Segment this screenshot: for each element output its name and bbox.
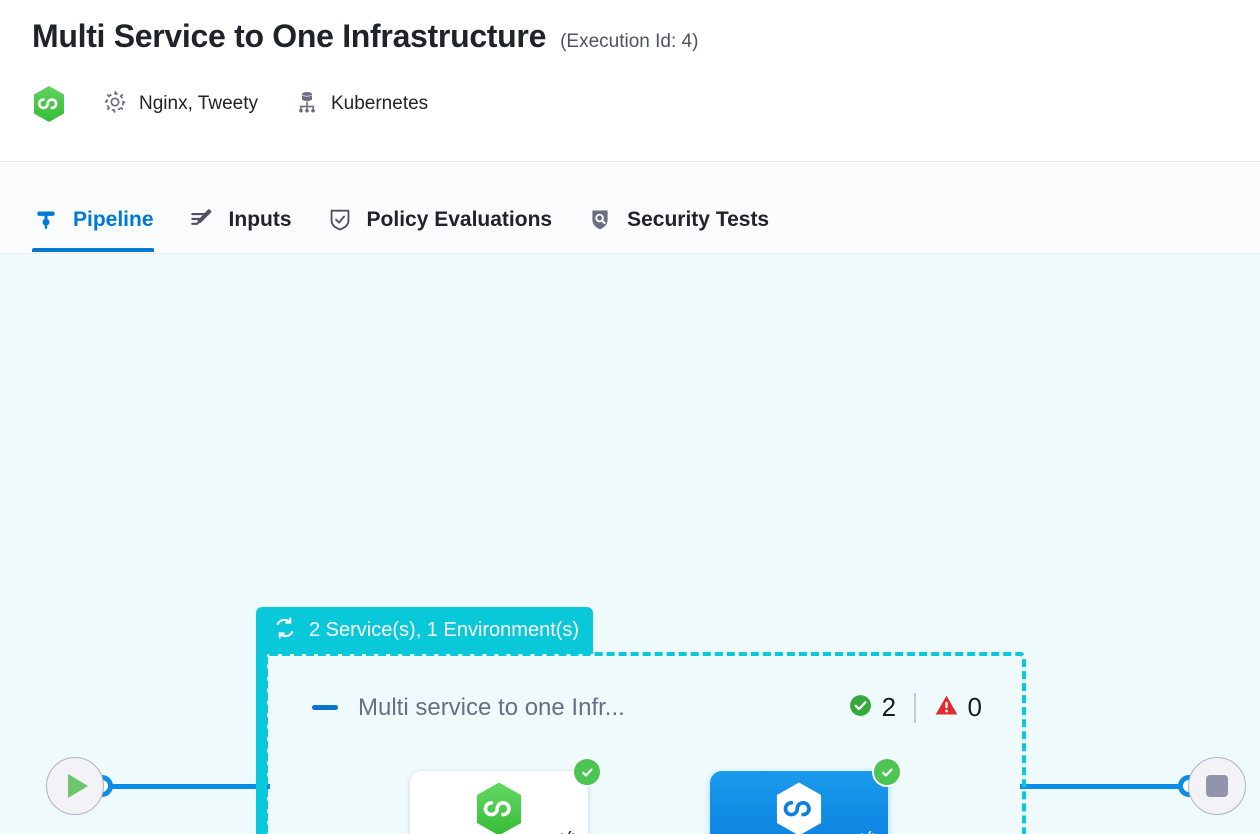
success-count-item: 2 (848, 692, 896, 723)
tab-policy-evaluations-label: Policy Evaluations (366, 208, 553, 231)
count-divider (914, 692, 916, 723)
warning-triangle-icon (934, 693, 959, 723)
check-circle-icon (572, 757, 602, 787)
tab-security-tests[interactable]: Security Tests (586, 162, 769, 252)
harness-hexagon-green-icon (474, 781, 524, 834)
check-circle-icon (848, 693, 873, 723)
end-node[interactable] (1188, 757, 1246, 815)
harness-hexagon-white-icon (774, 781, 824, 834)
tab-list: Pipeline Inputs Policy Evaluations (32, 162, 803, 254)
tab-policy-evaluations[interactable]: Policy Evaluations (326, 162, 553, 252)
page-header: Multi Service to One Infrastructure (Exe… (0, 0, 1260, 162)
tab-bar: Pipeline Inputs Policy Evaluations (0, 162, 1260, 254)
play-icon (68, 774, 88, 798)
shield-check-icon (326, 206, 354, 234)
start-node[interactable] (46, 757, 104, 815)
minus-collapse-icon[interactable] (312, 705, 338, 710)
tab-inputs-label: Inputs (228, 208, 292, 231)
tab-pipeline[interactable]: Pipeline (32, 162, 154, 252)
harness-hexagon-icon (32, 85, 66, 123)
execution-id-label: (Execution Id: 4) (560, 31, 699, 52)
group-counts: 2 0 (848, 692, 982, 723)
shield-search-icon (586, 206, 614, 234)
gear-icon (102, 89, 128, 120)
tab-security-tests-label: Security Tests (627, 208, 770, 231)
service-node-tweety[interactable]: </> (710, 757, 902, 834)
code-brackets-icon[interactable]: </> (854, 830, 880, 834)
title-row: Multi Service to One Infrastructure (Exe… (32, 14, 698, 58)
services-label: Nginx, Tweety (139, 93, 258, 114)
tab-inputs[interactable]: Inputs (188, 162, 292, 252)
kubernetes-icon (294, 89, 320, 120)
warning-count: 0 (967, 692, 982, 722)
page-title: Multi Service to One Infrastructure (32, 18, 547, 54)
connector-line-right (1020, 784, 1192, 789)
stage-header[interactable]: 2 Service(s), 1 Environment(s) (256, 607, 594, 654)
check-circle-icon (872, 757, 902, 787)
group-row: Multi service to one Infr... 2 (312, 692, 982, 723)
pipeline-icon (32, 206, 60, 234)
stage-left-edge (256, 650, 267, 834)
infrastructure-label: Kubernetes (330, 93, 429, 114)
pipeline-canvas[interactable]: 2 Service(s), 1 Environment(s) Multi ser… (0, 254, 1260, 834)
service-node-nginx[interactable]: </> (410, 757, 602, 834)
group-title: Multi service to one Infr... (358, 693, 625, 721)
header-meta-row: Nginx, Tweety Kubernetes (32, 84, 428, 124)
tab-pipeline-label: Pipeline (73, 208, 154, 231)
warning-count-item: 0 (934, 692, 982, 723)
stage-header-label: 2 Service(s), 1 Environment(s) (309, 619, 580, 641)
loop-repeat-icon (272, 615, 298, 646)
services-meta: Nginx, Tweety (102, 89, 258, 120)
code-brackets-icon[interactable]: </> (554, 830, 580, 834)
stop-icon (1206, 775, 1228, 797)
infrastructure-meta: Kubernetes (294, 89, 428, 120)
edit-pencil-icon (188, 206, 216, 234)
connector-line-left (100, 784, 270, 789)
stage-group-box (264, 652, 1026, 834)
success-count: 2 (881, 692, 897, 722)
